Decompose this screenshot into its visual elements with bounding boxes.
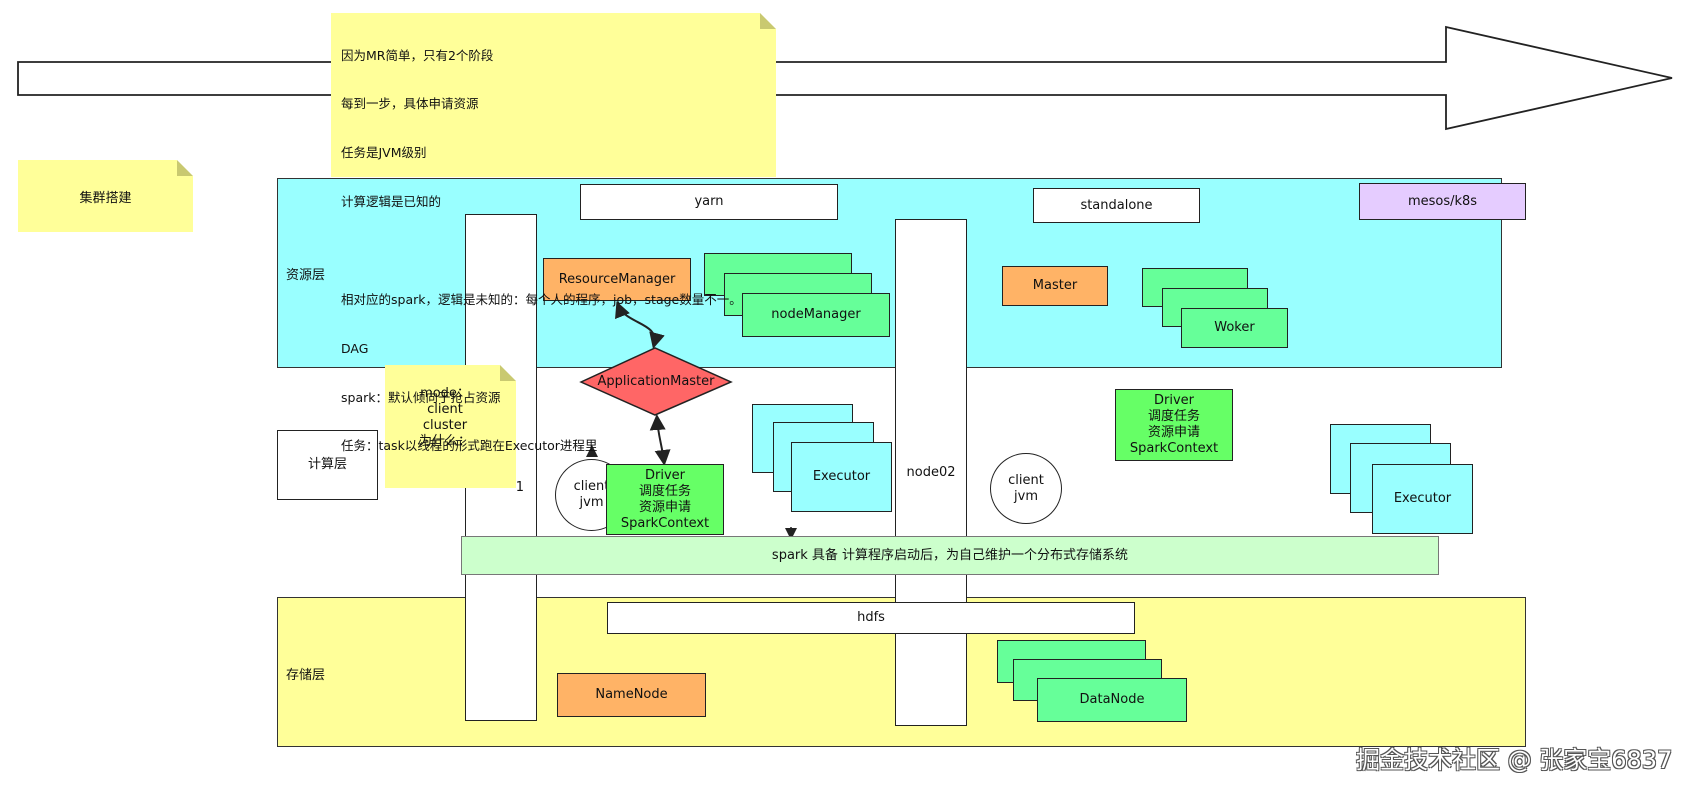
hdfs-header: hdfs — [607, 602, 1135, 634]
application-master: ApplicationMaster — [597, 374, 715, 389]
resource-layer-label: 资源层 — [286, 268, 326, 283]
mode-note-line: mode： — [420, 386, 470, 401]
mode-note-line: cluster — [422, 418, 468, 433]
note-line: 计算逻辑是已知的 — [341, 194, 442, 210]
note-line: 相对应的spark，逻辑是未知的：每个人的程序，job，stage数量不一。 — [341, 291, 742, 307]
mesos-header: mesos/k8s — [1359, 183, 1526, 220]
node02-label: node02 — [906, 464, 956, 480]
note-fold — [177, 160, 193, 176]
mode-note: mode： client cluster 为什么： — [385, 365, 516, 488]
name-node: NameNode — [557, 673, 706, 717]
standalone-header: standalone — [1033, 188, 1200, 223]
spark-storage-band: spark 具备 计算程序启动后，为自己维护一个分布式存储系统 — [461, 536, 1439, 575]
note-line: 每到一步，具体申请资源 — [341, 96, 479, 112]
watermark: 掘金技术社区 @ 张家宝6837 — [1356, 746, 1673, 774]
note-fold — [500, 365, 516, 381]
master: Master — [1002, 266, 1108, 306]
note-line: DAG — [341, 340, 369, 356]
yarn-executor: Executor — [791, 442, 892, 512]
mode-note-line: 为什么： — [418, 434, 471, 449]
standalone-driver: Driver 调度任务 资源申请 SparkContext — [1115, 389, 1233, 461]
cluster-setup-note: 集群搭建 — [18, 160, 193, 232]
note-line — [341, 243, 742, 259]
resource-manager: ResourceManager — [543, 258, 691, 301]
yarn-header: yarn — [580, 184, 838, 220]
note-line: spark：默认倾向于抢占资源 — [341, 389, 501, 405]
standalone-executor: Executor — [1372, 464, 1473, 534]
mode-note-line: client — [427, 402, 463, 417]
compute-layer-label: 计算层 — [277, 430, 378, 500]
mode-note-lines: mode： client cluster 为什么： — [405, 386, 485, 450]
node02-column: node02 — [895, 219, 967, 726]
data-node: DataNode — [1037, 678, 1187, 722]
node01-label: 1 — [515, 479, 524, 495]
yarn-driver: Driver 调度任务 资源申请 SparkContext — [606, 464, 724, 535]
node-manager: nodeManager — [742, 293, 890, 337]
storage-layer-label: 存储层 — [286, 668, 326, 683]
mr-vs-spark-lines: 因为MR简单，只有2个阶段 每到一步，具体申请资源 任务是JVM级别 计算逻辑是… — [341, 15, 742, 487]
mr-vs-spark-note: 因为MR简单，只有2个阶段 每到一步，具体申请资源 任务是JVM级别 计算逻辑是… — [331, 13, 776, 453]
note-line: 任务：task以线程的形式跑在Executor进程里 — [341, 438, 598, 454]
worker: Woker — [1181, 308, 1288, 348]
standalone-client-jvm: client jvm — [990, 453, 1062, 524]
note-fold — [760, 13, 776, 29]
note-line: 因为MR简单，只有2个阶段 — [341, 47, 494, 63]
note-line: 任务是JVM级别 — [341, 145, 427, 161]
cluster-setup-label: 集群搭建 — [79, 191, 132, 206]
